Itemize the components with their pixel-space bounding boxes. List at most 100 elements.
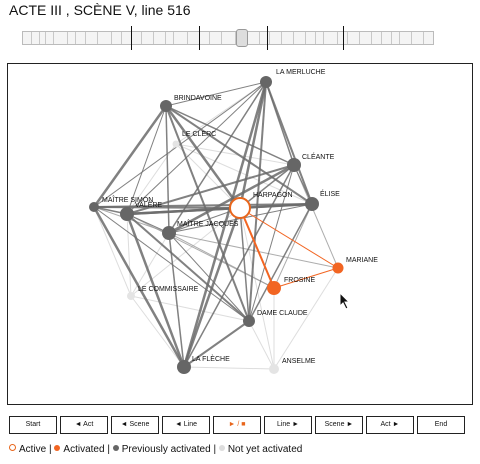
edge-frosine-mariane <box>273 267 339 289</box>
node-merluche[interactable] <box>260 76 272 88</box>
timeline-tick <box>45 32 46 44</box>
next-line-button[interactable]: Line ► <box>264 416 312 434</box>
node-brindavoine[interactable] <box>160 100 172 112</box>
edge-cleante-fleche <box>183 164 295 368</box>
node-label-jacques: MAÎTRE JACQUES <box>177 219 239 228</box>
prev-line-button[interactable]: ◄ Line <box>162 416 210 434</box>
legend: Active | Activated | Previously activate… <box>9 444 302 455</box>
edge-merluche-claude <box>248 81 267 322</box>
edge-simon-jacques <box>93 206 170 234</box>
legend-active-swatch <box>9 444 16 451</box>
node-label-elise: ÉLISE <box>320 189 340 198</box>
timeline-tick <box>165 32 166 44</box>
edge-leclerc-elise <box>175 143 313 205</box>
end-button[interactable]: End <box>417 416 465 434</box>
edge-merluche-harpagon <box>238 81 268 209</box>
edge-cleante-jacques <box>168 163 295 235</box>
timeline-tick <box>423 32 424 44</box>
edge-cleante-elise <box>293 164 313 205</box>
node-simon[interactable] <box>89 202 99 212</box>
node-label-leclerc: LE CLERC <box>182 131 216 138</box>
legend-not-yet-label: Not yet activated <box>227 444 303 455</box>
node-label-cleante: CLÉANTE <box>302 152 335 161</box>
page-title: ACTE III , SCÈNE V, line 516 <box>9 2 191 18</box>
node-commissaire[interactable] <box>127 292 135 300</box>
edge-jacques-fleche <box>168 232 185 368</box>
edge-harpagon-frosine <box>239 207 275 289</box>
start-button[interactable]: Start <box>9 416 57 434</box>
node-fleche[interactable] <box>177 360 191 374</box>
timeline-thumb[interactable] <box>236 29 248 47</box>
node-harpagon[interactable] <box>229 197 251 219</box>
edge-harpagon-jacques <box>168 207 241 234</box>
next-act-button[interactable]: Act ► <box>366 416 414 434</box>
edge-merluche-elise <box>265 81 313 205</box>
edge-merluche-brindavoine <box>165 81 267 107</box>
edge-brindavoine-harpagon <box>164 105 242 209</box>
timeline-tick <box>153 32 154 44</box>
node-label-simon: MAÎTRE SIMON <box>102 195 153 204</box>
edge-harpagon-claude <box>239 207 250 322</box>
node-label-brindavoine: BRINDAVOINE <box>174 95 222 102</box>
legend-active-label: Active <box>19 444 47 455</box>
prev-scene-button[interactable]: ◄ Scene <box>111 416 159 434</box>
mouse-pointer-icon <box>339 292 351 310</box>
node-frosine[interactable] <box>267 281 281 295</box>
node-elise[interactable] <box>305 197 319 211</box>
prev-act-button[interactable]: ◄ Act <box>60 416 108 434</box>
edge-anselme-claude <box>248 320 275 370</box>
edge-valere-fleche <box>125 213 186 368</box>
edge-harpagon-mariane <box>239 207 339 269</box>
edge-brindavoine-cleante <box>165 105 295 166</box>
node-label-fleche: LA FLÈCHE <box>192 354 230 363</box>
edge-merluche-fleche <box>182 81 268 368</box>
legend-previous-label: Previously activated <box>121 444 211 455</box>
timeline-tick <box>39 32 40 44</box>
edge-simon-fleche <box>92 206 186 368</box>
edge-claude-fleche <box>183 320 250 368</box>
node-leclerc[interactable] <box>172 140 180 148</box>
next-scene-button[interactable]: Scene ► <box>315 416 363 434</box>
legend-not-yet-swatch <box>218 445 225 451</box>
timeline-tick <box>31 32 32 44</box>
timeline-tick <box>391 32 392 44</box>
edge-commissaire-valere <box>126 213 132 297</box>
node-jacques[interactable] <box>162 226 176 240</box>
timeline-tick <box>141 32 142 44</box>
node-label-frosine: FROSINE <box>284 277 315 284</box>
node-valere[interactable] <box>120 207 134 221</box>
edge-commissaire-fleche <box>130 295 185 368</box>
node-mariane[interactable] <box>332 262 344 274</box>
edge-valere-frosine <box>126 213 275 289</box>
node-claude[interactable] <box>243 315 255 327</box>
node-label-valere: VALÈRE <box>135 200 162 209</box>
play-stop-button[interactable]: ► / ■ <box>213 416 261 434</box>
legend-activated-swatch <box>54 445 61 451</box>
timeline-tick <box>269 32 270 44</box>
timeline-act-marker <box>343 26 344 50</box>
timeline-slider[interactable] <box>22 26 434 50</box>
edge-cleante-claude <box>248 164 295 322</box>
timeline-tick <box>75 32 76 44</box>
legend-activated-label: Activated <box>63 444 105 455</box>
edge-anselme-fleche <box>183 366 275 370</box>
node-label-claude: DAME CLAUDE <box>257 310 308 317</box>
edge-brindavoine-jacques <box>165 105 170 234</box>
timeline-tick <box>337 32 338 44</box>
timeline-tick <box>121 32 122 44</box>
timeline-tick <box>67 32 68 44</box>
edge-harpagon-valere <box>126 206 241 216</box>
timeline-tick <box>259 32 260 44</box>
node-cleante[interactable] <box>287 158 301 172</box>
timeline-tick <box>209 32 210 44</box>
timeline-tick <box>187 32 188 44</box>
edge-jacques-claude <box>168 232 250 322</box>
edge-valere-claude <box>126 213 250 322</box>
node-anselme[interactable] <box>269 364 279 374</box>
timeline-tick <box>293 32 294 44</box>
edge-elise-frosine <box>273 203 313 289</box>
timeline-tick <box>173 32 174 44</box>
timeline-act-marker <box>131 26 132 50</box>
timeline-tick <box>281 32 282 44</box>
